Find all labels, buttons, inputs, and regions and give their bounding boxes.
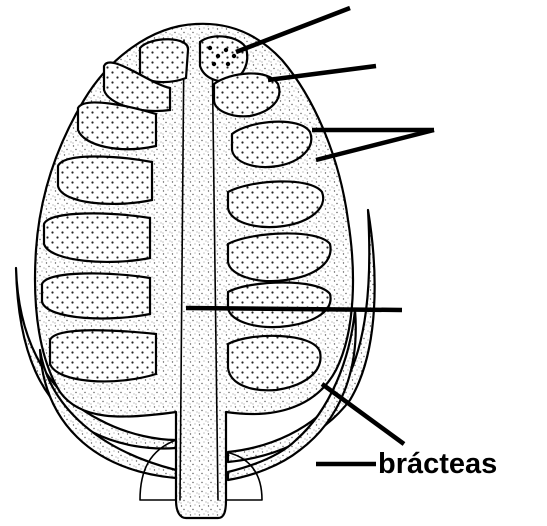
chamber-l5 — [44, 213, 150, 262]
leader-line-3b — [316, 130, 434, 160]
chamber-l1 — [140, 39, 188, 82]
chamber-l7 — [50, 330, 156, 381]
chamber-l6 — [42, 273, 150, 318]
chamber-l4 — [58, 157, 152, 204]
bracts-label: brácteas — [378, 448, 497, 480]
leader-line-1 — [236, 8, 350, 52]
leader-line-4 — [186, 308, 402, 310]
